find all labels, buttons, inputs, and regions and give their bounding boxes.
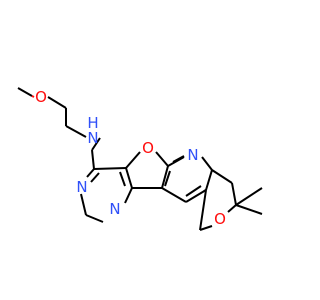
atom-label-amine-hydrogen: H — [87, 114, 98, 132]
bond — [91, 137, 101, 151]
bond — [17, 87, 33, 97]
bond — [235, 204, 263, 215]
bond — [201, 156, 213, 171]
bond — [185, 189, 207, 203]
bond — [86, 168, 95, 178]
bond — [125, 167, 133, 189]
bond-layer — [17, 87, 263, 231]
bond — [231, 182, 237, 206]
bond — [235, 187, 263, 206]
bond — [164, 170, 171, 187]
bond — [199, 189, 207, 231]
bond — [31, 95, 35, 98]
bond — [85, 214, 104, 223]
bond — [155, 151, 169, 167]
bond — [185, 185, 202, 197]
bond — [90, 172, 100, 183]
bond — [227, 204, 237, 213]
bond — [125, 151, 141, 169]
bond — [119, 171, 126, 187]
atom-label-pyrimidine-nitrogen-1: N — [76, 178, 87, 196]
bond — [80, 193, 87, 216]
bond — [91, 149, 95, 170]
bond — [161, 165, 169, 189]
atom-label-pyridine-nitrogen: N — [187, 146, 198, 164]
atom-label-pyrimidine-nitrogen-2: N — [109, 200, 120, 218]
bond — [199, 225, 213, 231]
molecule-structure-diagram: O N H N N O N O — [17, 87, 263, 231]
bond — [205, 169, 213, 191]
atom-label-amine-nitrogen: N — [87, 129, 98, 147]
atom-label-furan-oxygen: O — [142, 139, 154, 157]
bond — [93, 167, 127, 170]
bond — [172, 155, 185, 163]
bond — [65, 125, 87, 138]
bond — [47, 96, 67, 109]
bond — [211, 169, 233, 184]
atom-labels: O N H N N O N O — [35, 88, 226, 228]
atom-label-pyran-oxygen: O — [214, 210, 226, 228]
bond — [161, 187, 187, 203]
bond — [124, 187, 133, 204]
atom-label-methoxy-oxygen: O — [35, 88, 47, 106]
